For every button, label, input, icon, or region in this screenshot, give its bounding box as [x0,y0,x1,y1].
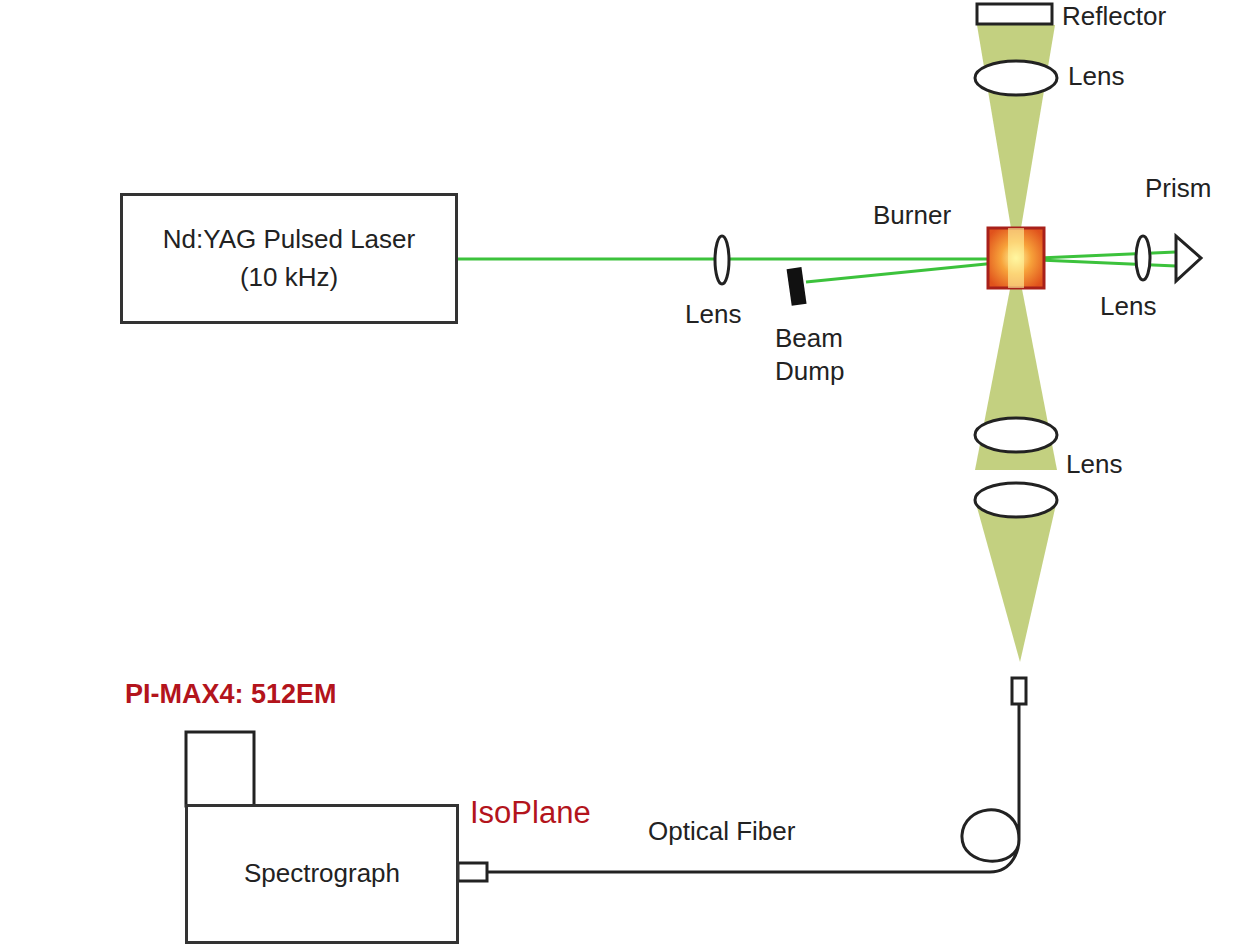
lens [715,236,729,284]
reflector [977,4,1052,24]
fiber-tip [1012,678,1026,704]
part-label: Lens [1068,60,1124,93]
prism [1176,236,1201,281]
part-label: Prism [1145,172,1211,205]
return-beam [806,261,1016,282]
lens [975,483,1057,517]
light-cone [975,258,1057,470]
part-label: PI-MAX4: 512EM [125,678,337,712]
part-label: Reflector [1062,0,1166,33]
part-label: Lens [1100,290,1156,323]
part-label: Optical Fiber [648,815,795,848]
light-cone [975,500,1057,662]
part-label: Lens [1066,448,1122,481]
camera-box [186,732,254,806]
lens [975,418,1057,452]
lens [975,61,1057,95]
lens [1136,236,1150,280]
part-label: Beam Dump [775,322,865,387]
burner [988,228,1044,288]
part-label: IsoPlane [470,794,591,833]
beam-dump [787,267,807,306]
optical-fiber [487,704,1019,872]
box-label: Spectrograph [244,855,400,893]
box-label: Nd:YAG Pulsed Laser (10 kHz) [149,221,429,296]
instrument-box: Spectrograph [185,804,459,944]
flame-core [1008,228,1024,288]
instrument-box: Nd:YAG Pulsed Laser (10 kHz) [120,193,458,324]
part-label: Lens [685,298,741,331]
laser-beam [458,258,1016,261]
part-label: Burner [873,199,951,232]
fiber-port [458,863,487,881]
